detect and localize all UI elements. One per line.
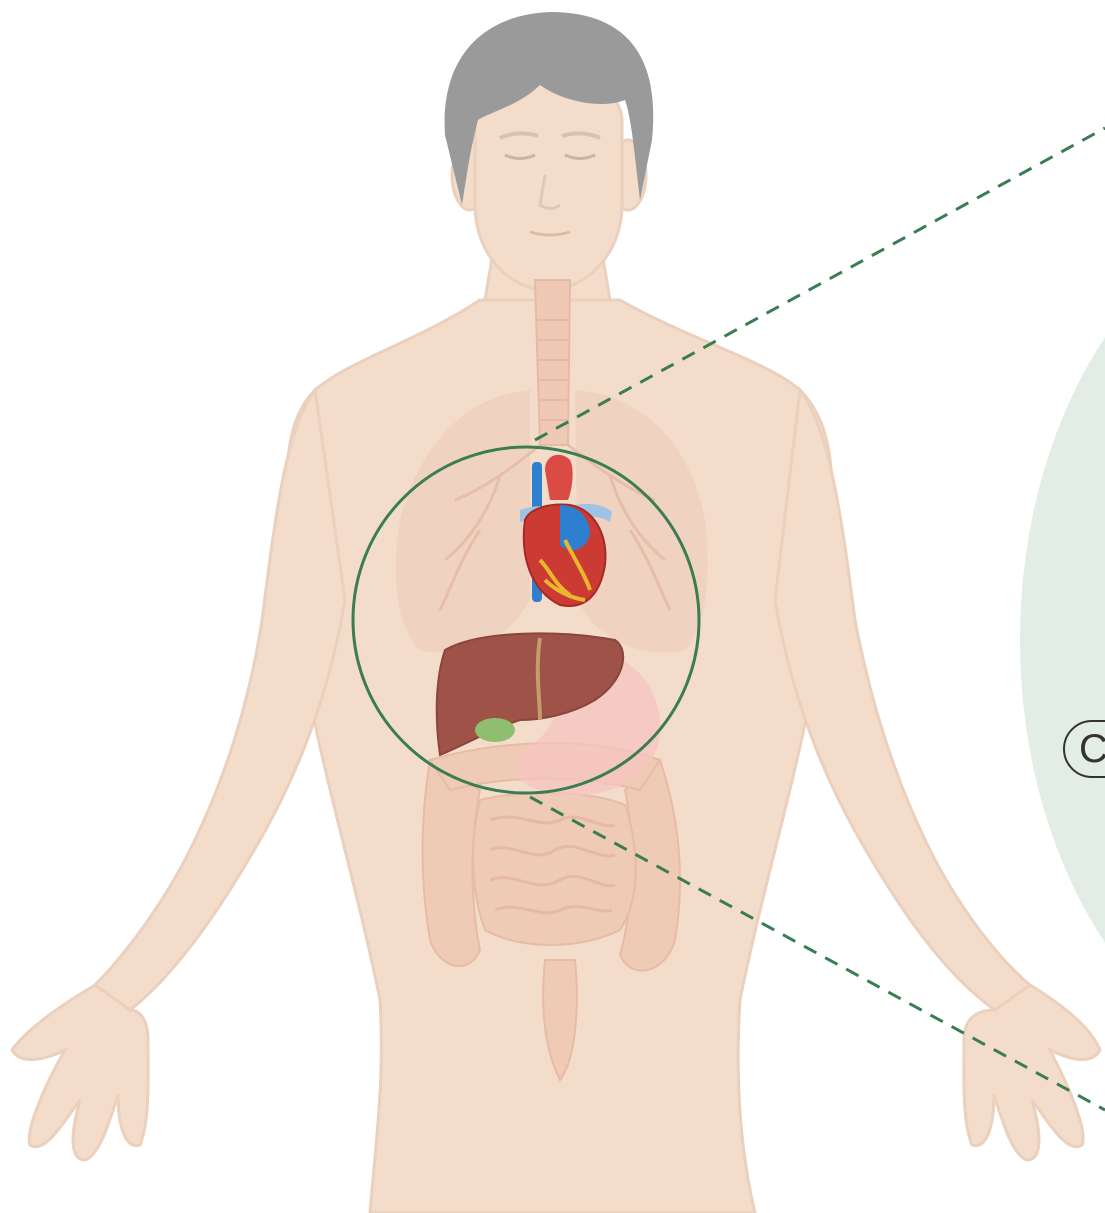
aorta	[545, 455, 573, 500]
head	[445, 12, 654, 290]
gallbladder	[475, 718, 515, 742]
detail-panel	[1020, 200, 1105, 1080]
